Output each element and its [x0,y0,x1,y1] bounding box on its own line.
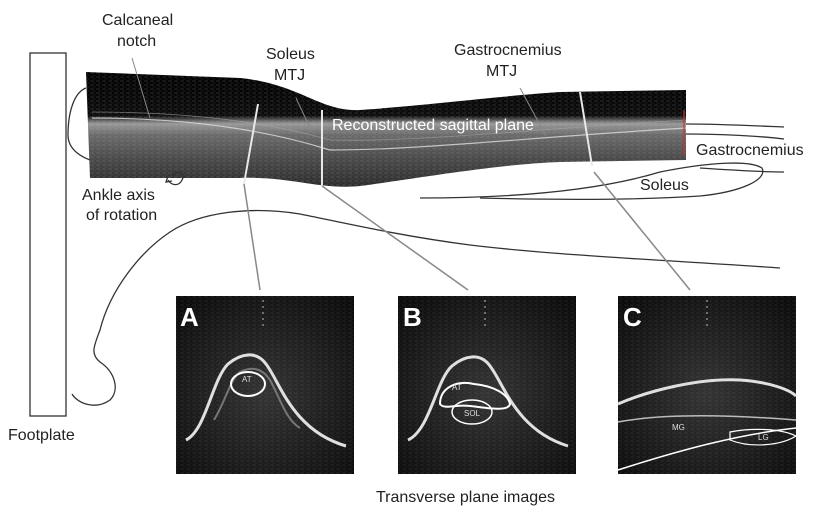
label-calcaneal-1: Calcaneal [102,12,173,29]
label-soleus-mtj-1: Soleus [266,46,315,63]
label-footplate: Footplate [8,427,75,444]
label-soleus-mtj-2: MTJ [274,67,305,84]
label-gastro-mtj-2: MTJ [486,63,517,80]
leader-a [244,184,260,290]
calf-line-3 [700,168,784,172]
label-reconstructed-plane: Reconstructed sagittal plane [332,117,534,134]
roi-label-at-a: AT [242,375,252,384]
footplate [30,53,66,416]
roi-label-at-b: AT [452,383,462,392]
label-ankle-axis-2: of rotation [86,207,157,224]
panel-letter-b: B [403,302,422,332]
roi-label-sol-b: SOL [464,409,481,418]
calf-line-2 [686,134,784,139]
panel-letter-a: A [180,302,199,332]
panel-letter-c: C [623,302,642,332]
label-soleus: Soleus [640,177,689,194]
calf-line-1 [686,124,784,127]
panel-a: A AT [176,296,354,474]
label-gastrocnemius: Gastrocnemius [696,142,804,159]
figure-caption: Transverse plane images [376,489,555,506]
label-gastro-mtj-1: Gastrocnemius [454,42,562,59]
panel-b: B AT SOL [398,296,576,474]
panel-c: C MG LG [618,296,796,474]
label-calcaneal-2: notch [117,33,156,50]
roi-label-mg-c: MG [672,423,685,432]
roi-label-lg-c: LG [758,433,769,442]
label-ankle-axis-1: Ankle axis [82,187,155,204]
leader-b [322,186,468,290]
